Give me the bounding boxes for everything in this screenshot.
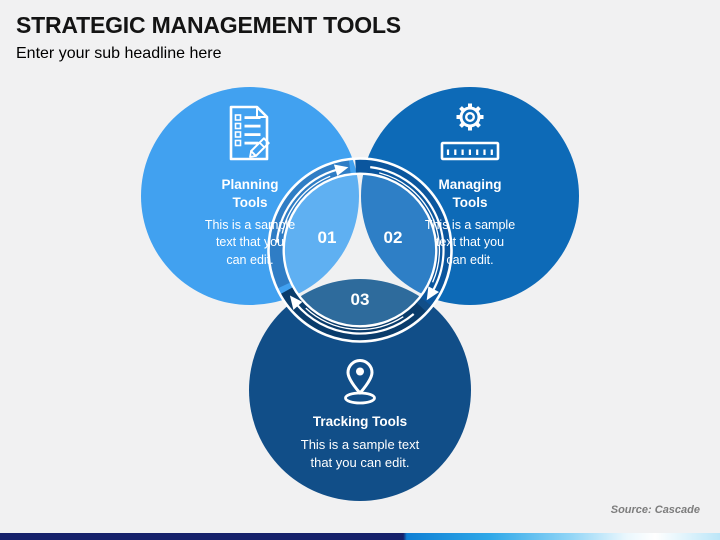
cycle-arrow-shaft-bottom <box>295 302 415 335</box>
cycle-arrowhead-top <box>333 164 349 176</box>
document-checklist-pencil-icon <box>229 105 270 161</box>
cycle-arrow-shaft-top <box>275 168 339 243</box>
slide-subtitle: Enter your sub headline here <box>16 45 222 62</box>
step-02-label: 02 <box>383 228 403 247</box>
ring-decor-arc-managing <box>379 172 441 283</box>
managing-body: This is a sample text that you can edit. <box>424 217 516 268</box>
planning-body: This is a sample text that you can edit. <box>204 217 296 268</box>
tracking-text-block: Tracking Tools This is a sample text tha… <box>275 413 445 473</box>
cycle-arrowhead-left <box>289 295 303 310</box>
cycle-arrow-shaft-right <box>370 166 445 293</box>
source-credit: Source: Cascade <box>610 504 700 516</box>
step-03-label: 03 <box>350 290 370 309</box>
slide-title: STRATEGIC MANAGEMENT TOOLS <box>16 12 401 38</box>
step-01-label: 01 <box>317 228 337 247</box>
planning-title: Planning Tools <box>221 177 279 210</box>
gear-ruler-icon <box>440 103 500 161</box>
tracking-circle <box>249 279 471 501</box>
location-pin-icon <box>344 359 376 405</box>
ring-decor-arc-planning <box>281 175 331 234</box>
managing-title: Managing Tools <box>438 177 502 210</box>
ring-outer-outline <box>267 157 453 343</box>
footer-gradient-bar <box>0 533 720 540</box>
ring-decor-arc-tracking <box>305 307 404 331</box>
managing-overlap-petal <box>361 174 436 305</box>
managing-text-block: Managing Tools This is a sample text tha… <box>410 176 530 270</box>
ring-inner-overlaps <box>284 174 436 326</box>
tracking-body: This is a sample text that you can edit. <box>300 436 420 471</box>
cycle-arrowhead-right <box>426 286 439 301</box>
planning-text-block: Planning Tools This is a sample text tha… <box>190 176 310 270</box>
ring-inner-outline <box>282 172 438 328</box>
planning-overlap-petal <box>284 174 359 305</box>
tracking-title: Tracking Tools <box>312 414 408 429</box>
